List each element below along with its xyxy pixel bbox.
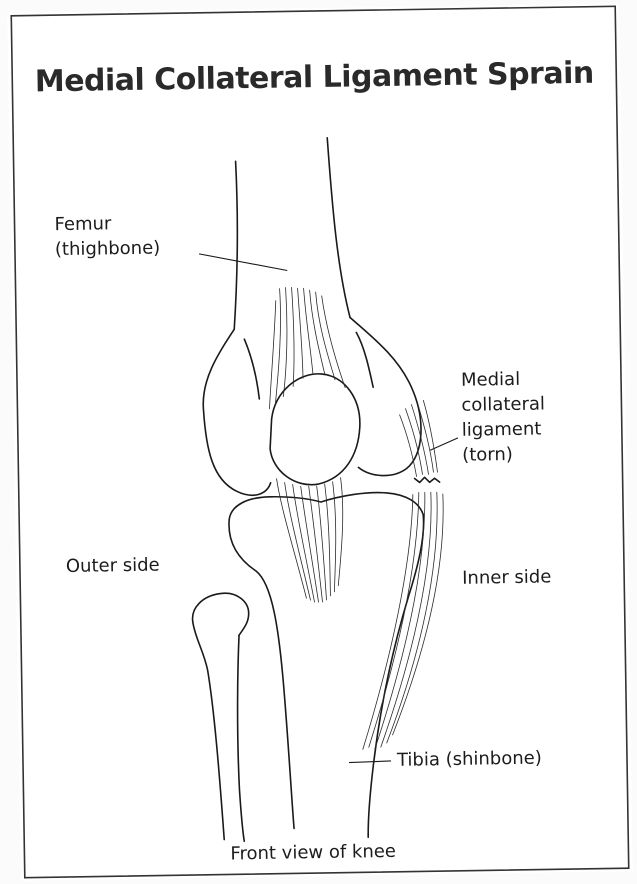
mcl-lower-fibers — [359, 492, 447, 749]
patellar-tendon — [277, 478, 345, 603]
figure-caption: Front view of knee — [230, 839, 396, 867]
tibia-leader-line — [349, 761, 391, 763]
femur-leader-line — [199, 252, 287, 271]
femur-label-line-1: Femur — [54, 210, 160, 237]
mcl-leader-line — [430, 438, 458, 450]
patella — [269, 373, 361, 485]
tibia-medial-edge — [363, 514, 428, 837]
mcl-tear — [415, 477, 440, 482]
femur-lateral-condyle-inner — [244, 339, 259, 399]
mcl-label-line-3: ligament — [462, 416, 546, 442]
mcl-label-line-4: (torn) — [462, 441, 546, 467]
fibula-lateral-edge — [193, 622, 224, 840]
femur-shaft-medial-edge — [327, 138, 350, 318]
mcl-label: Medial collateral ligament (torn) — [461, 366, 546, 467]
femur-label: Femur (thighbone) — [54, 210, 160, 262]
femur-shaft-lateral-edge — [232, 161, 239, 329]
inner-side-label: Inner side — [462, 564, 552, 590]
outer-side-label: Outer side — [66, 553, 160, 579]
femur-label-line-2: (thighbone) — [55, 235, 161, 262]
printed-sheet: Medial Collateral Ligament Sprain — [7, 3, 633, 881]
mcl-upper-fibers — [399, 400, 437, 477]
femur-lateral-condyle — [202, 329, 271, 496]
fibula-head — [192, 593, 249, 636]
quadriceps-tendon — [268, 287, 346, 409]
tibia-label: Tibia (shinbone) — [397, 746, 542, 773]
femur-medial-condyle-inner — [356, 332, 373, 387]
mcl-label-line-1: Medial — [461, 366, 545, 392]
fibula-medial-edge — [236, 635, 244, 841]
mcl-label-line-2: collateral — [461, 391, 545, 417]
